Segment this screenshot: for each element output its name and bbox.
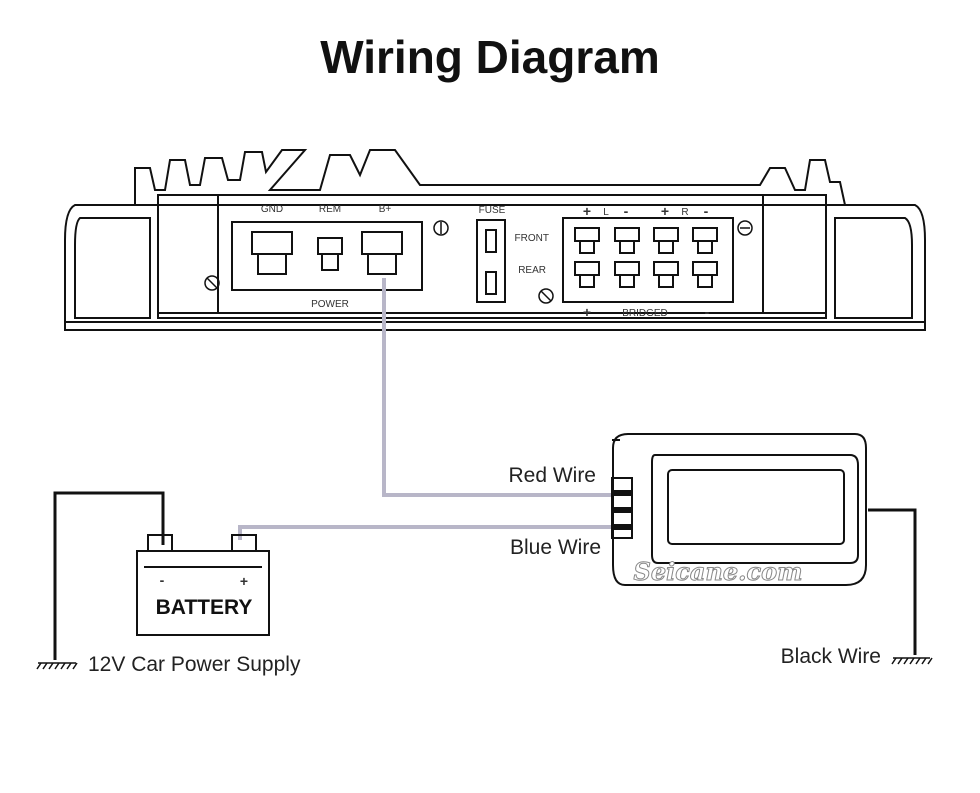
watermark: Seicane.com (634, 557, 803, 586)
amplifier (64, 149, 926, 331)
red-wire-label: Red Wire (508, 464, 596, 487)
bridged-minus: - (705, 304, 710, 320)
right-minus: - (704, 203, 709, 219)
left-minus: - (624, 203, 629, 219)
amp-left-cap (74, 217, 151, 319)
power-terminal-block (231, 221, 423, 291)
amp-body-outline (64, 204, 926, 331)
ground-wires (53, 491, 917, 660)
rem-terminal (317, 237, 343, 255)
bplus-label: B+ (379, 204, 392, 215)
supply-label: 12V Car Power Supply (88, 653, 301, 676)
speaker-terminal (692, 261, 718, 288)
rem-label: REM (319, 204, 341, 215)
screw-icon (204, 275, 220, 291)
speaker-terminal-block (562, 217, 734, 303)
rear-label: REAR (518, 265, 546, 276)
battery (136, 534, 270, 636)
page-title: Wiring Diagram (320, 31, 660, 83)
bplus-terminal (361, 231, 403, 255)
speaker-terminal (653, 227, 679, 254)
amp-right-cap (834, 217, 913, 319)
power-label: POWER (311, 299, 349, 310)
battery-plus: + (240, 573, 248, 589)
black-wire (868, 508, 917, 655)
battery-label: BATTERY (156, 596, 253, 619)
controller-module (611, 433, 867, 586)
right-label: R (681, 207, 688, 218)
speaker-terminal (574, 227, 600, 254)
right-plus: + (661, 203, 669, 219)
speaker-terminal (614, 261, 640, 288)
battery-negative-wire (53, 491, 165, 660)
heatsink-fins (134, 149, 846, 206)
blue-wire-label: Blue Wire (510, 536, 601, 559)
black-wire-label: Black Wire (781, 645, 881, 668)
screw-icon (737, 220, 753, 236)
left-label: L (603, 207, 609, 218)
speaker-terminal (692, 227, 718, 254)
left-plus: + (583, 203, 591, 219)
bridged-label: BRIDGED (622, 308, 668, 319)
speaker-terminal (614, 227, 640, 254)
battery-minus: - (160, 572, 165, 588)
red-wire (382, 278, 612, 497)
fuse (476, 219, 506, 303)
gnd-terminal (251, 231, 293, 255)
gnd-label: GND (261, 204, 283, 215)
screw-icon (433, 220, 449, 236)
amp-labels: GND REM B+ POWER FUSE FRONT REAR + L - +… (261, 203, 710, 320)
ground-icon (891, 657, 933, 665)
bridged-plus: + (583, 304, 591, 320)
speaker-terminal (653, 261, 679, 288)
controller-display (667, 469, 845, 545)
fuse-label: FUSE (479, 205, 506, 216)
speaker-terminal (574, 261, 600, 288)
screws (204, 220, 753, 304)
screw-icon (538, 288, 554, 304)
ground-icon (36, 662, 78, 670)
front-label: FRONT (515, 233, 549, 244)
